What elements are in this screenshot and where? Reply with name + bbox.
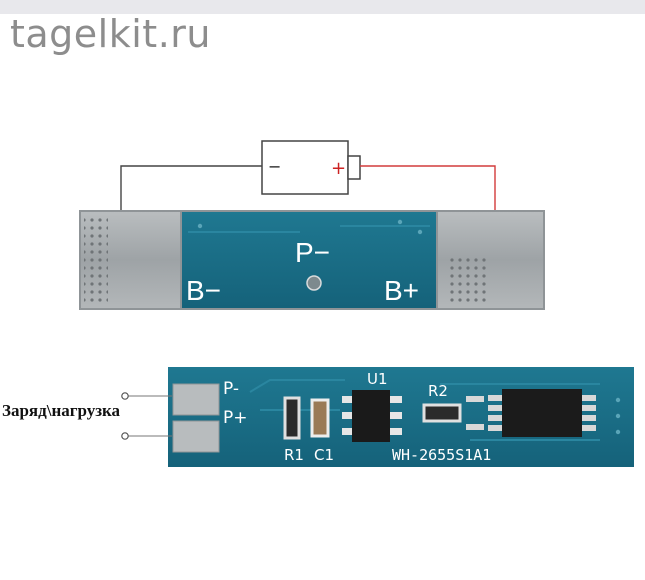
model-label: WH-2655S1A1: [392, 446, 491, 464]
label-p-plus-bottom: P+: [223, 408, 248, 428]
label-u1: U1: [367, 370, 388, 388]
u1-chip: [342, 390, 402, 442]
top-board: P− B− B+: [79, 210, 545, 310]
via-right-2: [615, 413, 621, 419]
label-b-plus: B+: [384, 275, 419, 306]
bottom-board: P- P+: [168, 367, 634, 467]
pad-small-2: [466, 424, 484, 430]
label-p-minus-bottom: P-: [223, 379, 239, 399]
watermark: tagelkit.ru: [10, 12, 211, 56]
mosfet-chip: [488, 389, 596, 437]
top-holes-right: [450, 256, 490, 304]
top-pcb-trace: [188, 225, 430, 233]
charge-load-label: Заряд\нагрузка: [2, 401, 121, 420]
top-via-1: [197, 223, 203, 229]
battery-plus-label: +: [331, 158, 346, 179]
battery-symbol: − +: [261, 140, 361, 195]
r2-resistor: [422, 403, 462, 423]
label-p-minus-top: P−: [295, 237, 330, 268]
top-strip: [0, 0, 645, 14]
top-via-2: [397, 219, 403, 225]
pad-small-1: [466, 396, 484, 402]
battery-terminal: [347, 155, 361, 180]
label-b-minus: B−: [186, 275, 221, 306]
center-screw-hole: [306, 275, 322, 291]
top-via-3: [417, 229, 423, 235]
via-right-1: [615, 397, 621, 403]
battery-minus-label: −: [268, 157, 281, 176]
c1-capacitor: [310, 398, 330, 438]
pad-p-minus: [172, 383, 220, 416]
via-right-3: [615, 429, 621, 435]
label-r1: R1: [284, 446, 304, 464]
pad-p-plus: [172, 420, 220, 453]
connector-p-minus: [121, 392, 129, 400]
label-r2: R2: [428, 382, 448, 400]
pad-connectors: [121, 392, 172, 440]
top-pcb-center: [182, 212, 436, 308]
top-holes-left: [84, 216, 108, 304]
r1-resistor: [283, 396, 301, 440]
connector-p-plus: [121, 432, 129, 440]
battery-body: [261, 140, 349, 195]
label-c1: C1: [314, 446, 334, 464]
